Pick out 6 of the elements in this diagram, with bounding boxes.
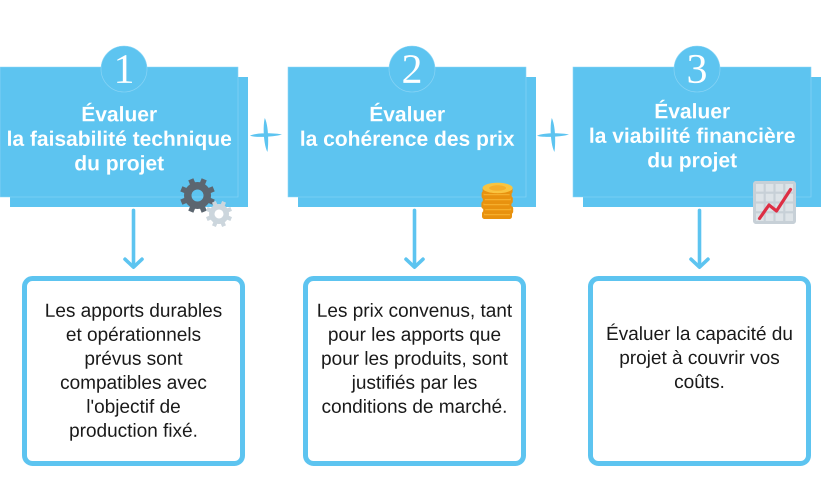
- arrow: [404, 208, 425, 269]
- text-box: Les apports durables et opérationnels prévus sont compatibles avec l'objectif de production fixé.: [22, 276, 245, 466]
- text-box: Les prix convenus, tant pour les apports que pour les produits, sont justifiés par les conditions de marché.: [303, 276, 526, 466]
- text-box: Évaluer la capacité du projet à couvrir vos coûts.: [588, 276, 811, 466]
- arrow: [689, 208, 710, 269]
- arrow: [123, 208, 144, 269]
